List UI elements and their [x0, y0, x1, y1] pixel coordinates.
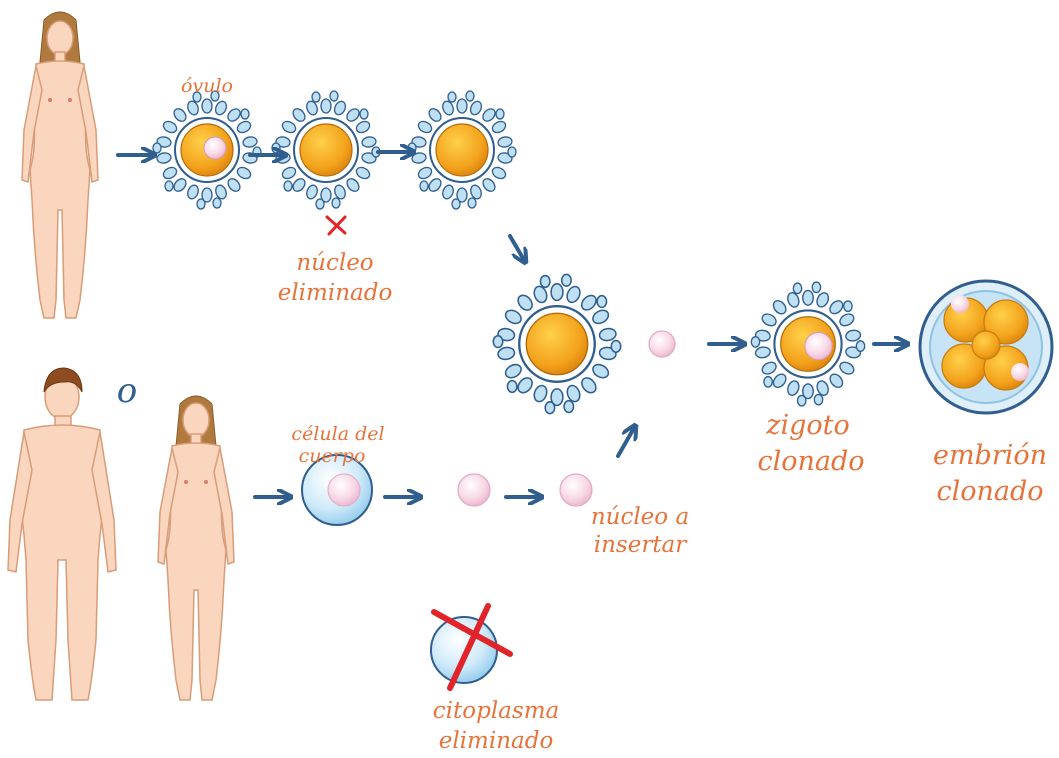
discarded-cytoplasm	[431, 606, 510, 688]
label-embrion-2: clonado	[936, 476, 1043, 507]
extracted-nucleus-1	[458, 474, 490, 506]
label-ovulo: óvulo	[181, 75, 233, 97]
label-embrion-1: embrión	[933, 440, 1047, 471]
label-nucleo-eliminado-2: eliminado	[278, 280, 393, 306]
label-nucleo-insertar-2: insertar	[594, 532, 689, 558]
label-nucleo-eliminado-1: núcleo	[296, 250, 373, 276]
label-celula-2: cuerpo	[299, 445, 366, 467]
label-nucleo-insertar-1: núcleo a	[591, 504, 689, 530]
man-figure	[8, 368, 116, 700]
label-citoplasma-1: citoplasma	[433, 698, 559, 724]
or-connector: o	[117, 371, 137, 411]
extracted-nucleus-2	[560, 474, 592, 506]
woman-figure-top	[22, 12, 98, 318]
label-zigoto-2: clonado	[757, 446, 864, 477]
label-zigoto-1: zigoto	[765, 410, 850, 441]
removed-nucleus-cross	[327, 217, 345, 234]
free-nucleus	[649, 331, 675, 357]
ovum-3	[408, 91, 516, 209]
label-celula-1: célula del	[291, 423, 384, 445]
enucleated-ovum	[493, 274, 620, 413]
cloned-zygote	[751, 282, 864, 406]
ovum-2	[272, 91, 380, 209]
woman-figure-bottom	[158, 396, 234, 700]
ovum-1	[153, 91, 261, 209]
cloned-embryo	[920, 281, 1052, 413]
label-citoplasma-2: eliminado	[439, 728, 554, 754]
